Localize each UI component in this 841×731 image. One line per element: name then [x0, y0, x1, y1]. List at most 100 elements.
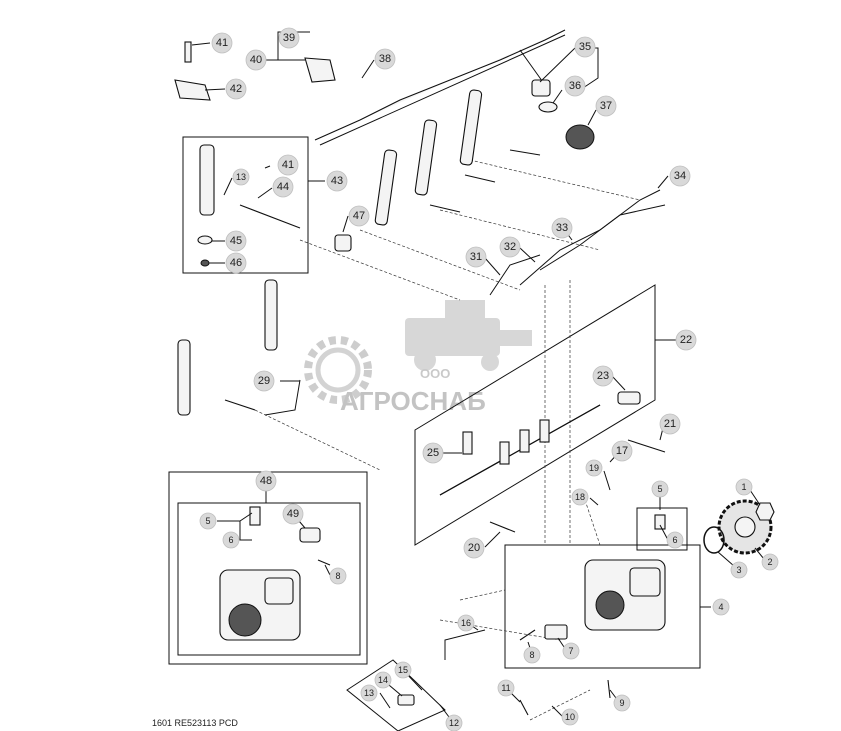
callout-17[interactable]: 17	[611, 440, 633, 462]
callout-32[interactable]: 32	[499, 236, 521, 258]
callout-47[interactable]: 47	[348, 205, 370, 227]
callout-2[interactable]: 2	[761, 553, 779, 571]
callout-10[interactable]: 10	[561, 708, 579, 726]
callout-41a[interactable]: 41	[211, 32, 233, 54]
callout-19-label: 19	[589, 463, 599, 473]
callout-25-label: 25	[427, 447, 439, 459]
callout-6a[interactable]: 6	[222, 531, 240, 549]
callout-19[interactable]: 19	[585, 459, 603, 477]
callout-3[interactable]: 3	[730, 561, 748, 579]
callout-13b[interactable]: 13	[360, 684, 378, 702]
watermark: ООО АГРОСНАБ	[304, 300, 532, 416]
bracket-40	[304, 57, 336, 83]
callout-12[interactable]: 12	[445, 714, 463, 731]
callout-35[interactable]: 35	[574, 36, 596, 58]
nut-1	[755, 502, 775, 521]
watermark-gear-icon	[304, 336, 372, 404]
callout-31[interactable]: 31	[465, 246, 487, 268]
callout-33[interactable]: 33	[551, 217, 573, 239]
bolt-20	[489, 521, 516, 533]
callout-13a[interactable]: 13	[232, 168, 250, 186]
callout-33-label: 33	[556, 222, 568, 234]
bracket-42	[174, 79, 211, 101]
callout-37-label: 37	[600, 100, 612, 112]
callout-48[interactable]: 48	[255, 470, 277, 492]
callout-8b-label: 8	[529, 650, 534, 660]
callout-38[interactable]: 38	[374, 48, 396, 70]
pressure-sensor-kit-box	[346, 659, 446, 731]
callout-34[interactable]: 34	[669, 165, 691, 187]
callout-18-label: 18	[575, 492, 585, 502]
callout-46-label: 46	[230, 257, 242, 269]
callout-39[interactable]: 39	[278, 27, 300, 49]
callout-5b-label: 5	[657, 484, 662, 494]
callout-4[interactable]: 4	[712, 598, 730, 616]
callouts: 41 42 40 39 38 35 36 37 43 41 44 13 45 4…	[199, 27, 779, 731]
callout-43-label: 43	[331, 175, 343, 187]
callout-4-label: 4	[718, 602, 723, 612]
group-frames	[168, 136, 701, 731]
sleeve-47	[334, 234, 352, 252]
callout-6b[interactable]: 6	[666, 531, 684, 549]
callout-7[interactable]: 7	[562, 642, 580, 660]
wiring-harness	[314, 29, 566, 146]
callout-11-label: 11	[501, 683, 510, 693]
callout-22[interactable]: 22	[675, 329, 697, 351]
callout-3-label: 3	[736, 565, 741, 575]
screw-8	[317, 559, 331, 566]
high-pressure-lines	[264, 189, 666, 416]
callout-1[interactable]: 1	[735, 478, 753, 496]
callout-5a[interactable]: 5	[199, 512, 217, 530]
callout-5b[interactable]: 5	[651, 480, 669, 498]
callout-8b[interactable]: 8	[523, 646, 541, 664]
valve-5-main	[654, 514, 666, 530]
callout-43[interactable]: 43	[326, 170, 348, 192]
sensor-kit-box	[636, 507, 688, 551]
injection-pump-detail	[219, 569, 301, 641]
callout-6a-label: 6	[228, 535, 233, 545]
callout-41b-label: 41	[282, 159, 294, 171]
callout-25[interactable]: 25	[422, 442, 444, 464]
seal-36	[538, 101, 558, 113]
callout-11[interactable]: 11	[497, 679, 515, 697]
callout-37[interactable]: 37	[595, 95, 617, 117]
oring-3	[703, 526, 725, 554]
callout-45[interactable]: 45	[225, 230, 247, 252]
callout-5a-label: 5	[205, 516, 210, 526]
watermark-harvester-icon	[405, 300, 532, 371]
callout-9[interactable]: 9	[613, 694, 631, 712]
callout-18[interactable]: 18	[571, 488, 589, 506]
callout-40[interactable]: 40	[245, 49, 267, 71]
harness-connector-35	[531, 79, 551, 97]
callout-21[interactable]: 21	[659, 413, 681, 435]
callout-14[interactable]: 14	[374, 671, 392, 689]
callout-44[interactable]: 44	[272, 176, 294, 198]
fuel-rail-box	[414, 284, 656, 546]
callout-41b[interactable]: 41	[277, 154, 299, 176]
callout-44-label: 44	[277, 181, 289, 193]
callout-29[interactable]: 29	[253, 370, 275, 392]
fuel-rail	[439, 404, 601, 496]
callout-31-label: 31	[470, 251, 482, 263]
callout-13b-label: 13	[364, 688, 374, 698]
watermark-prefix: ООО	[420, 366, 450, 381]
callout-20[interactable]: 20	[463, 537, 485, 559]
dashed-assembly-lines	[254, 159, 641, 721]
callout-15[interactable]: 15	[394, 661, 412, 679]
cap-37	[565, 124, 595, 150]
callout-35-label: 35	[579, 41, 591, 53]
callout-13a-label: 13	[236, 172, 246, 182]
callout-36[interactable]: 36	[564, 75, 586, 97]
callout-23[interactable]: 23	[592, 365, 614, 387]
callout-42[interactable]: 42	[225, 78, 247, 100]
callout-49[interactable]: 49	[282, 503, 304, 525]
callout-8a[interactable]: 8	[329, 567, 347, 585]
callout-14-label: 14	[378, 675, 388, 685]
callout-16[interactable]: 16	[457, 614, 475, 632]
pump-box	[504, 544, 701, 669]
valve-5-detail	[249, 506, 261, 526]
valve-21	[627, 439, 666, 453]
callout-46[interactable]: 46	[225, 252, 247, 274]
callout-47-label: 47	[353, 210, 365, 222]
